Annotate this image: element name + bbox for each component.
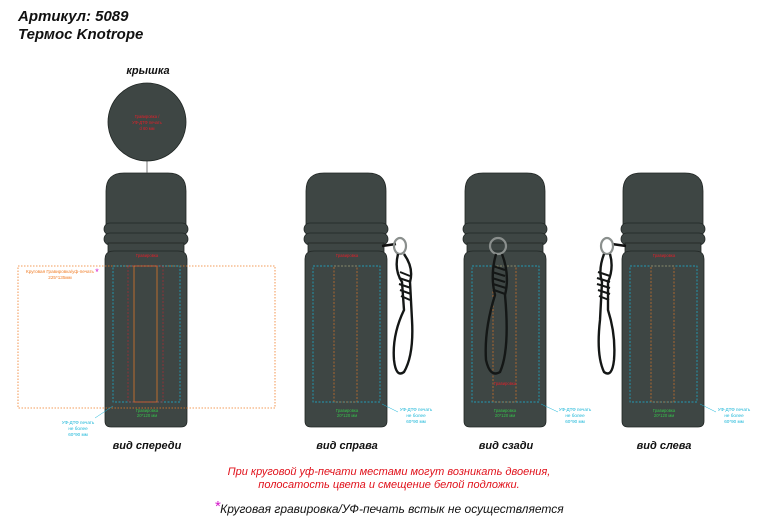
footnote: *Круговая гравировка/УФ-печать встык не …	[0, 498, 778, 516]
label-left-view: вид слева	[636, 440, 692, 452]
svg-text:225*135мм: 225*135мм	[48, 275, 71, 280]
svg-text:60*90 мм: 60*90 мм	[724, 419, 744, 424]
svg-text:не более: не более	[406, 413, 426, 418]
svg-text:УФ-ДТФ печать: УФ-ДТФ печать	[62, 420, 95, 425]
warning-line-2: полосатость цвета и смещение белой подло…	[258, 479, 520, 491]
article-number: Артикул: 5089	[18, 8, 129, 25]
svg-text:Гравировка: Гравировка	[494, 381, 517, 386]
svg-text:60*90 мм: 60*90 мм	[565, 419, 585, 424]
svg-text:Гравировка: Гравировка	[653, 408, 676, 413]
svg-text:Гравировка: Гравировка	[136, 408, 159, 413]
svg-text:Гравировка: Гравировка	[494, 408, 517, 413]
svg-text:*: *	[95, 267, 99, 277]
svg-text:не более: не более	[68, 426, 88, 431]
svg-text:УФ-ДТФ печать: УФ-ДТФ печать	[559, 407, 592, 412]
svg-text:УФ-ДТФ печать: УФ-ДТФ печать	[718, 407, 751, 412]
svg-text:Гравировка: Гравировка	[336, 253, 359, 258]
label-front-view: вид спереди	[112, 440, 182, 452]
svg-text:20*120 мм: 20*120 мм	[495, 413, 515, 418]
svg-text:20*120 мм: 20*120 мм	[654, 413, 674, 418]
right-view	[303, 172, 389, 428]
svg-text:Гравировка: Гравировка	[653, 253, 676, 258]
label-back-view: вид сзади	[478, 440, 534, 452]
lid-top-view: Гравировка / УФ-ДТФ печать d 60 мм	[107, 82, 187, 173]
svg-text:Гравировка /: Гравировка /	[135, 114, 161, 119]
svg-text:20*120 мм: 20*120 мм	[137, 413, 157, 418]
footnote-text: Круговая гравировка/УФ-печать встык не о…	[220, 502, 564, 516]
label-right-view: вид справа	[316, 440, 378, 452]
product-name: Термос Knotrope	[18, 26, 144, 43]
svg-text:не более: не более	[724, 413, 744, 418]
svg-text:60*90 мм: 60*90 мм	[406, 419, 426, 424]
footnote-star: *	[214, 498, 221, 515]
svg-text:60*90 мм: 60*90 мм	[68, 432, 88, 437]
svg-text:20*120 мм: 20*120 мм	[337, 413, 357, 418]
svg-text:d 60 мм: d 60 мм	[139, 126, 154, 131]
svg-text:Гравировка: Гравировка	[336, 408, 359, 413]
front-view	[103, 172, 189, 428]
svg-text:УФ-ДТФ печать: УФ-ДТФ печать	[132, 120, 162, 125]
svg-text:не более: не более	[565, 413, 585, 418]
svg-text:Гравировка: Гравировка	[136, 253, 159, 258]
wrap-zone-label: Круговая Гравировка/уф-печать	[26, 269, 95, 274]
left-view	[620, 172, 706, 428]
svg-text:УФ-ДТФ печать: УФ-ДТФ печать	[400, 407, 433, 412]
warning-line-1: При круговой уф-печати местами могут воз…	[227, 466, 551, 478]
lid-label: крышка	[126, 65, 170, 77]
